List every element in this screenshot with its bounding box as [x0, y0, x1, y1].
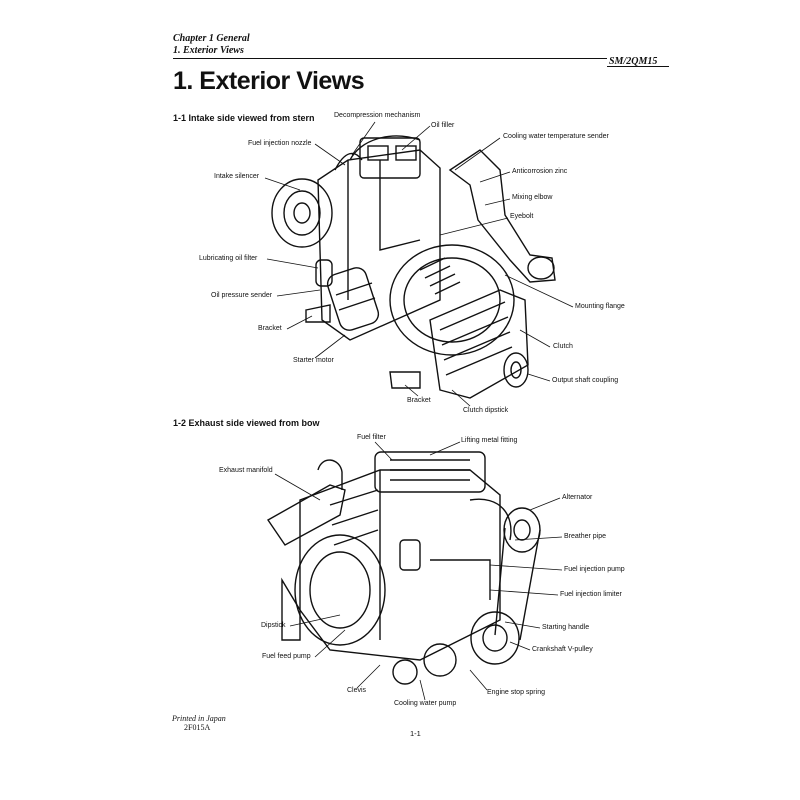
label-intake-silencer: Intake silencer — [214, 173, 260, 180]
label-fuel-feed-pump: Fuel feed pump — [262, 653, 311, 660]
label-cooling-water-temperature-sender: Cooling water temperature sender — [503, 133, 609, 140]
figure2-leader-lines — [274, 441, 563, 701]
figure2-heading: 1-2 Exhaust side viewed from bow — [173, 418, 320, 428]
label-bracket-upper: Bracket — [258, 325, 282, 332]
label-clevis: Clevis — [347, 687, 367, 694]
label-anticorrosion-zinc: Anticorrosion zinc — [512, 168, 568, 175]
label-oil-filler: Oil filler — [431, 122, 455, 129]
label-mounting-flange: Mounting flange — [575, 303, 625, 310]
label-clutch: Clutch — [553, 343, 573, 350]
label-lifting-metal-fitting: Lifting metal fitting — [461, 437, 518, 444]
label-breather-pipe: Breather pipe — [564, 533, 607, 540]
header-model: SM/2QM15 — [609, 56, 658, 67]
label-fuel-injection-nozzle: Fuel injection nozzle — [248, 140, 312, 147]
header-rule-right — [607, 66, 669, 67]
label-alternator: Alternator — [562, 494, 593, 501]
label-exhaust-manifold: Exhaust manifold — [219, 467, 273, 474]
label-eyebolt: Eyebolt — [510, 213, 534, 220]
label-bracket-lower: Bracket — [407, 397, 431, 404]
label-crankshaft-v-pulley: Crankshaft V-pulley — [532, 646, 593, 653]
label-fuel-injection-limiter: Fuel injection limiter — [560, 591, 622, 598]
running-header: Chapter 1 General 1. Exterior Views — [173, 33, 250, 57]
label-decompression-mechanism: Decompression mechanism — [334, 112, 421, 119]
header-chapter: Chapter 1 General — [173, 33, 250, 44]
intake-side-engine-drawing — [271, 135, 556, 399]
label-starter-motor: Starter motor — [293, 357, 334, 364]
label-output-shaft-coupling: Output shaft coupling — [552, 377, 619, 384]
label-oil-pressure-sender: Oil pressure sender — [211, 292, 273, 299]
header-section: 1. Exterior Views — [173, 45, 244, 56]
label-fuel-filter: Fuel filter — [357, 434, 386, 441]
footer-code: 2F015A — [184, 723, 211, 732]
label-lubricating-oil-filter: Lubricating oil filter — [199, 255, 258, 262]
figure1-leader-lines — [264, 121, 574, 407]
header-rule — [173, 58, 607, 59]
label-mixing-elbow: Mixing elbow — [512, 194, 553, 201]
page-number: 1-1 — [410, 729, 421, 738]
label-dipstick: Dipstick — [261, 622, 286, 629]
label-clutch-dipstick: Clutch dipstick — [463, 407, 509, 414]
footer-printed: Printed in Japan — [172, 714, 226, 723]
exhaust-side-engine-drawing — [266, 451, 541, 685]
label-fuel-injection-pump: Fuel injection pump — [564, 566, 625, 573]
label-cooling-water-pump: Cooling water pump — [394, 700, 457, 707]
label-engine-stop-spring: Engine stop spring — [487, 689, 545, 696]
footer-print-info: Printed in Japan 2F015A — [172, 714, 226, 732]
label-starting-handle: Starting handle — [542, 624, 590, 631]
page-title: 1. Exterior Views — [173, 67, 365, 95]
figure1-heading: 1-1 Intake side viewed from stern — [173, 113, 315, 123]
